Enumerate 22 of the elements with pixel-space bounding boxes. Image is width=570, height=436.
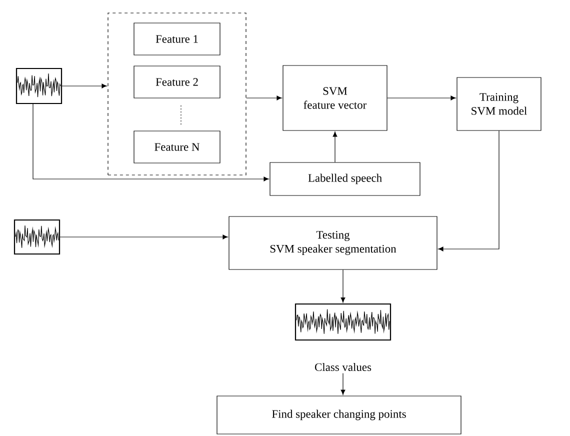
process-box: SVM feature vector [282, 65, 388, 131]
process-box: Testing SVM speaker segmentation [228, 216, 438, 270]
arrow [438, 130, 500, 252]
process-box: Feature 2 [134, 66, 220, 98]
arrow [32, 104, 269, 182]
waveform-plot [294, 303, 392, 341]
process-box: Find speaker changing points [216, 396, 462, 434]
process-box: Feature 1 [134, 22, 220, 56]
arrow [246, 96, 282, 100]
arrow [60, 234, 228, 240]
arrow [332, 132, 338, 162]
arrow [340, 270, 346, 303]
arrow [387, 96, 456, 100]
process-box: Training SVM model [456, 77, 542, 131]
process-box: Labelled speech [270, 162, 420, 196]
arrow [340, 372, 346, 395]
caption-text: Class values [315, 362, 372, 372]
dashed-group-box [108, 12, 246, 176]
waveform-plot [16, 68, 62, 104]
process-box: Feature N [134, 130, 220, 164]
waveform-plot [14, 219, 60, 255]
arrow [62, 84, 107, 88]
